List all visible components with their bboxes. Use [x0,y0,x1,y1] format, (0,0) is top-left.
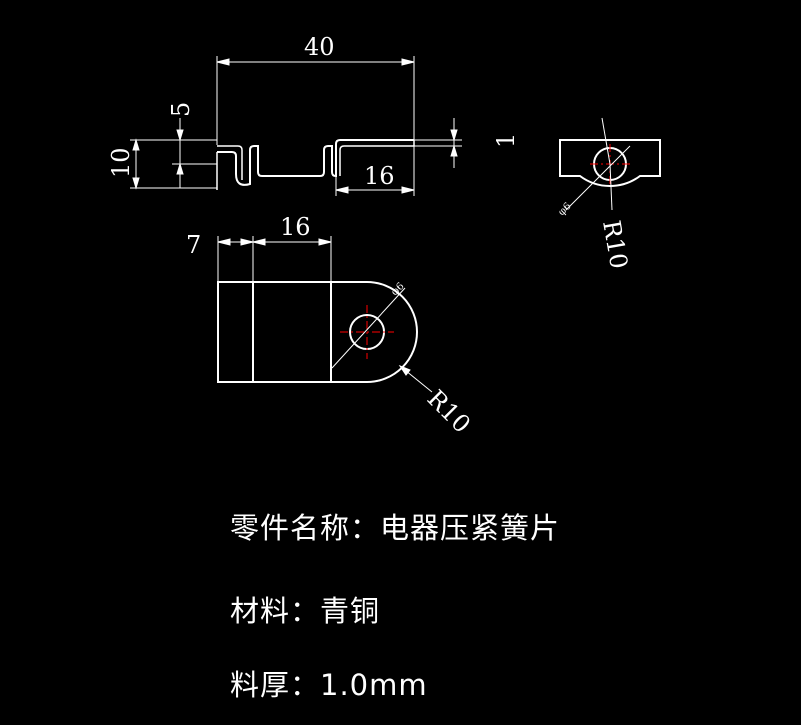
dim-5-label: 5 [167,102,195,117]
dim-16-side-label: 16 [364,162,395,190]
dim-1-lines [414,118,462,168]
top-view-hole-label: φ6 [389,281,406,298]
dim-40-lines [216,56,415,145]
material-label: 材料： [230,594,321,628]
dim-10-lines [130,138,217,190]
end-view-hole-label: φ6 [556,201,573,218]
thickness-note: 料厚：1.0mm [230,662,428,704]
dim-10-label: 10 [107,147,135,178]
side-view-profile [216,139,415,190]
top-view-outline [217,281,418,383]
dim-top-lines [217,236,332,282]
top-view-leaders [331,287,433,393]
thickness-label: 料厚： [230,668,321,702]
material-value: 青铜 [320,594,381,628]
top-view-centerlines [340,305,394,359]
dim-7-label: 7 [186,231,201,259]
end-view-leaders [565,117,631,211]
dim-1-label: 1 [492,133,520,148]
thickness-value: 1.0mm [320,668,428,702]
dim-40-label: 40 [304,33,335,61]
material-note: 材料：青铜 [230,588,380,630]
dim-16-top-label: 16 [280,213,311,241]
top-view-radius-label: R10 [422,384,476,438]
part-name-value: 电器压紧簧片 [380,511,561,545]
end-view-radius-label: R10 [597,218,633,271]
part-name-note: 零件名称：电器压紧簧片 [230,505,560,547]
dim-5-lines [172,118,217,188]
dim-16-side-lines [335,146,415,196]
part-name-label: 零件名称： [230,511,381,545]
